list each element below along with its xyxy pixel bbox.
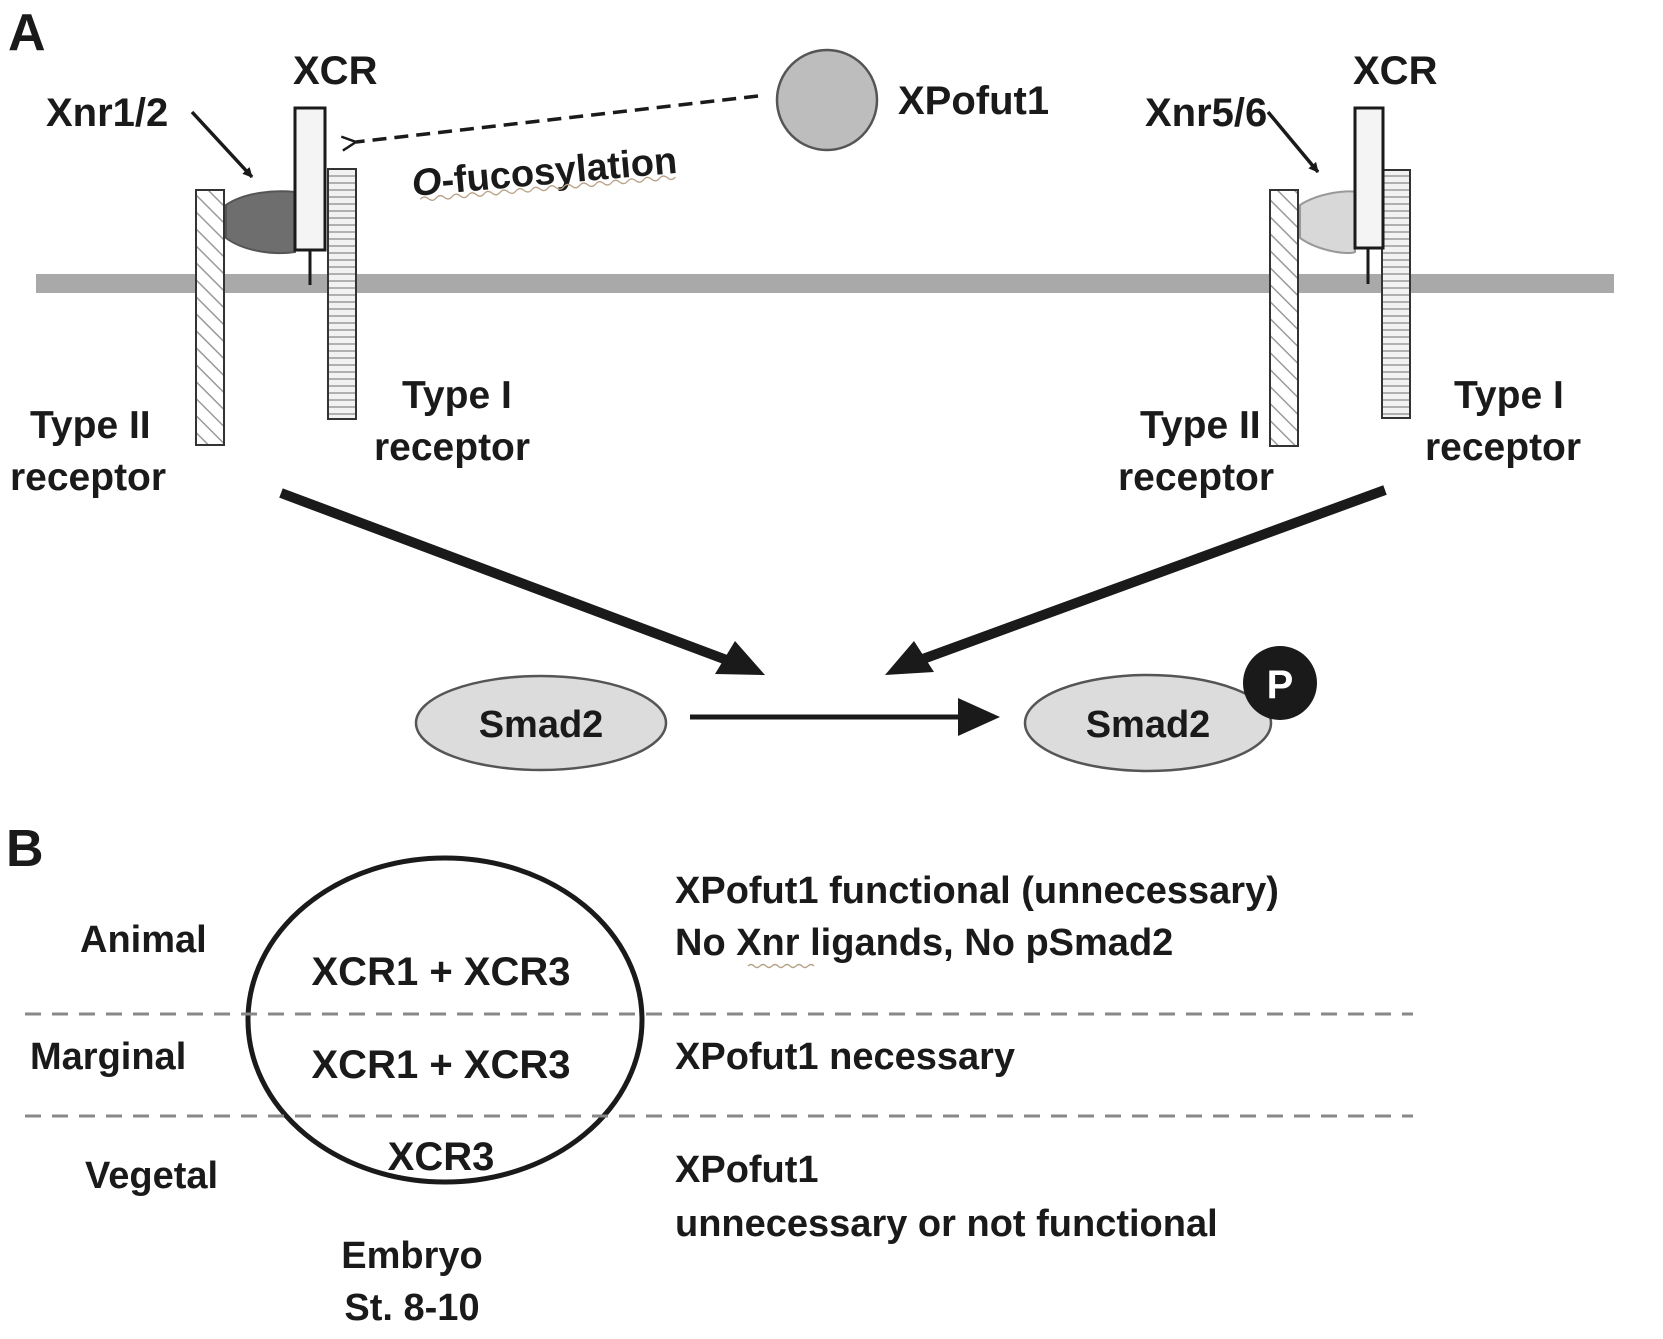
phosphate-label: P (1267, 663, 1294, 707)
left-xcr-coreceptor (293, 106, 327, 252)
vegetal-note-line1: XPofut1 (675, 1149, 819, 1191)
phosphate-icon (1243, 646, 1317, 720)
left-ligand-label: Xnr1/2 (46, 91, 168, 135)
animal-note-line1: XPofut1 functional (unnecessary) (675, 870, 1279, 912)
left-xcr-label: XCR (293, 49, 378, 93)
xpofut1-enzyme-icon (775, 48, 879, 152)
smad2-unphosphorylated (414, 674, 668, 772)
left-receptor-complex (195, 106, 357, 446)
left-type1-label-line1: Type I (402, 374, 512, 417)
right-type1-label-line2: receptor (1425, 426, 1581, 469)
right-type2-receptor (1269, 189, 1299, 447)
vegetal-note-line2: unnecessary or not functional (675, 1203, 1218, 1245)
spellcheck-squiggle (747, 963, 815, 969)
fucosylation-suffix: -fucosylation (440, 140, 679, 202)
marginal-note: XPofut1 necessary (675, 1036, 1015, 1078)
fucosylation-label: O-fucosylation (410, 140, 679, 205)
right-ligand-xnr56 (1299, 190, 1356, 255)
region-animal-label: Animal (80, 919, 207, 961)
right-signal-arrowhead (885, 641, 934, 675)
left-type2-receptor (195, 189, 225, 446)
left-type1-label-line2: receptor (374, 426, 530, 469)
spellcheck-squiggle (419, 175, 676, 201)
smad2-right-label: Smad2 (1086, 704, 1211, 746)
cell-membrane (36, 274, 1614, 293)
right-type1-receptor (1381, 169, 1411, 419)
panel-b-label: B (6, 820, 44, 878)
embryo-caption-line1: Embryo (341, 1235, 482, 1277)
left-ligand-arrow (190, 110, 254, 179)
right-xcr-label: XCR (1353, 49, 1438, 93)
xpofut1-label: XPofut1 (898, 79, 1049, 123)
right-xcr-coreceptor (1353, 106, 1385, 250)
vegetal-receptors: XCR3 (388, 1135, 495, 1179)
smad2-left-label: Smad2 (479, 704, 604, 746)
left-type1-receptor (327, 168, 357, 420)
region-marginal-label: Marginal (30, 1036, 186, 1078)
phosphorylation-arrowhead (958, 698, 1000, 736)
right-ligand-arrow (1266, 110, 1320, 174)
left-signal-arrow-shaft (279, 488, 742, 670)
marginal-receptors: XCR1 + XCR3 (312, 1043, 571, 1087)
right-receptor-complex (1269, 106, 1411, 447)
embryo-outline (245, 855, 645, 1185)
left-ligand-xnr12 (225, 190, 296, 255)
right-type2-label-line1: Type II (1140, 404, 1261, 447)
right-type2-label-line2: receptor (1118, 456, 1274, 499)
smad2-phosphorylated (1023, 673, 1273, 773)
animal-note-line2: No Xnr ligands, No pSmad2 (675, 922, 1173, 964)
left-type2-label-line1: Type II (30, 404, 151, 447)
right-ligand-label: Xnr5/6 (1145, 91, 1267, 135)
panel-a-label: A (8, 4, 46, 62)
left-type2-label-line2: receptor (10, 456, 166, 499)
right-signal-arrow-shaft (910, 485, 1387, 668)
left-signal-arrowhead (715, 641, 765, 675)
right-type1-label-line1: Type I (1454, 374, 1564, 417)
fucosylation-dashed-arrow (356, 94, 759, 142)
embryo-caption-line2: St. 8-10 (344, 1287, 479, 1329)
region-vegetal-label: Vegetal (85, 1155, 218, 1197)
animal-receptors: XCR1 + XCR3 (312, 950, 571, 994)
